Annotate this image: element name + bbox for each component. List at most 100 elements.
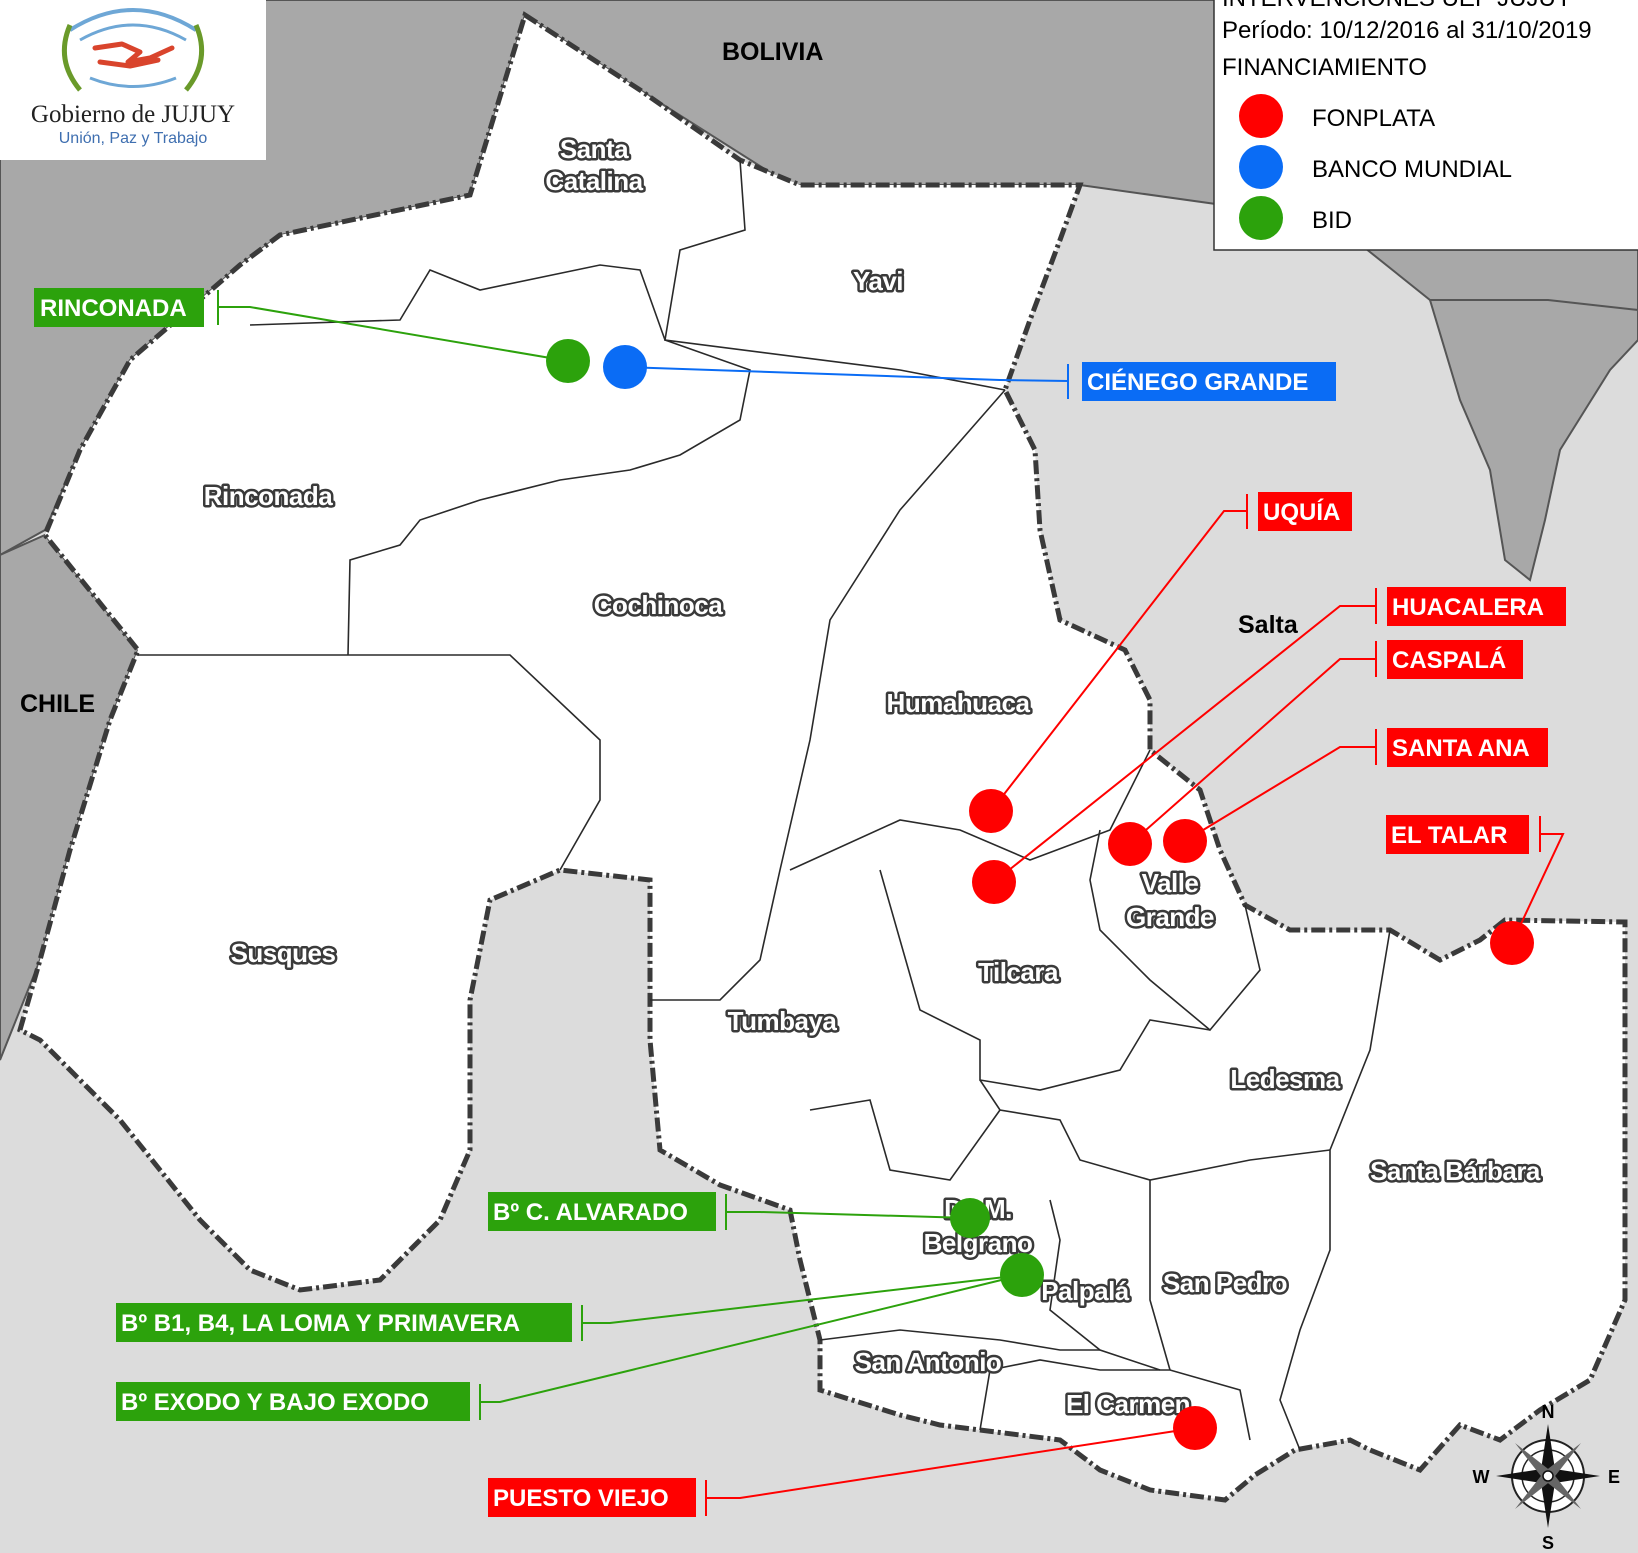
tag-caspala[interactable]: CASPALÁ (1392, 646, 1506, 674)
bolivia-east-region (1428, 299, 1638, 582)
tag-el-talar-bg (1386, 815, 1529, 854)
tag-uquia-bg (1258, 492, 1352, 531)
logo-laurel-right (184, 24, 205, 92)
leader-el-talar (1511, 816, 1565, 944)
dept-label-san-pedro: San Pedro (1163, 1268, 1287, 1298)
boundary-san-antonio (819, 1329, 1100, 1351)
legend-swatch-banco-mundial (1239, 145, 1283, 189)
compass-e: E (1608, 1467, 1620, 1487)
dept-label-valle-grande-2: Grande (1126, 902, 1214, 932)
point-uquia[interactable] (969, 789, 1013, 833)
dept-label-tumbaya: Tumbaya (728, 1006, 838, 1036)
tag-rinconada[interactable]: RINCONADA (40, 295, 187, 322)
intervention-points (546, 339, 1534, 1450)
legend-label-fonplata: FONPLATA (1312, 105, 1435, 132)
logo-background (0, 0, 266, 160)
tag-huacalera[interactable]: HUACALERA (1392, 594, 1544, 621)
leader-santa-ana (1184, 729, 1377, 842)
compass-s: S (1542, 1533, 1554, 1553)
compass-n: N (1542, 1402, 1555, 1422)
legend-heading: FINANCIAMIENTO (1222, 54, 1427, 81)
tag-puesto-viejo-bg (488, 1478, 696, 1517)
dept-label-santa-catalina-1: Santa (560, 134, 629, 164)
point-huacalera[interactable] (972, 860, 1016, 904)
dept-label-yavi: Yavi (853, 266, 903, 296)
intervention-labels: RINCONADA CIÉNEGO GRANDE UQUÍA HUACALERA… (34, 288, 1566, 1517)
legend-title: INTERVENCIONES UEP JUJUY (1222, 0, 1572, 12)
point-puesto-viejo[interactable] (1173, 1406, 1217, 1450)
boundary-san-pedro-west (1149, 1180, 1171, 1371)
point-rinconada[interactable] (546, 339, 590, 383)
tag-puesto-viejo[interactable]: PUESTO VIEJO (493, 1485, 669, 1512)
boundary-valle-grande (1089, 829, 1261, 1032)
tag-b1-b4[interactable]: Bº B1, B4, LA LOMA Y PRIMAVERA (121, 1310, 520, 1337)
logo-arc-top (68, 8, 198, 32)
handshake-icon (92, 41, 175, 69)
tag-c-alvarado[interactable]: Bº C. ALVARADO (493, 1199, 688, 1226)
dept-label-ledesma: Ledesma (1230, 1064, 1340, 1094)
dept-label-cochinoca: Cochinoca (594, 590, 723, 620)
point-caspala[interactable] (1108, 822, 1152, 866)
logo-laurel-left (61, 24, 82, 92)
boundary-santa-catalina (249, 264, 666, 341)
province-label-salta: Salta (1238, 611, 1299, 639)
boundary-yavi (664, 159, 1006, 391)
legend-swatch-bid (1239, 196, 1283, 240)
point-santa-ana[interactable] (1163, 819, 1207, 863)
logo-arc-2 (79, 23, 187, 42)
dept-label-santa-barbara: Santa Bárbara (1370, 1156, 1541, 1186)
dept-label-san-antonio: San Antonio (855, 1347, 1002, 1377)
leader-lines (217, 290, 1565, 1516)
dept-label-valle-grande-1: Valle (1142, 868, 1199, 898)
tag-exodo-bg (116, 1382, 470, 1421)
department-labels: Santa Catalina Yavi Rinconada Cochinoca … (201, 132, 1544, 1422)
tag-cienego-grande-bg (1082, 362, 1336, 401)
country-label-bolivia: BOLIVIA (722, 38, 823, 66)
point-belgrano-barrios[interactable] (1000, 1253, 1044, 1297)
tag-b1-b4-bg (116, 1303, 572, 1342)
boundary-rinconada (347, 339, 751, 656)
dept-label-santa-catalina-2: Catalina (545, 166, 643, 196)
dept-label-susques: Susques (231, 938, 336, 968)
boundary-belgrano-north (809, 1099, 1001, 1181)
leader-caspala (1129, 641, 1377, 845)
boundary-cochinoca-humahuaca (650, 389, 1006, 1001)
compass-rose: N S E W (1473, 1402, 1621, 1553)
leader-c-alvarado (725, 1194, 971, 1230)
leader-puesto-viejo (705, 1427, 1196, 1516)
boundary-humahuaca-south (789, 749, 1151, 871)
legend-box: INTERVENCIONES UEP JUJUY Período: 10/12/… (1213, 0, 1638, 251)
compass-center (1542, 1470, 1554, 1482)
compass-w: W (1473, 1467, 1490, 1487)
leader-exodo (479, 1274, 1023, 1420)
legend-background (1213, 0, 1638, 251)
dept-label-tilcara: Tilcara (978, 957, 1059, 987)
logo-title: Gobierno de JUJUY (31, 101, 235, 128)
dept-label-el-carmen: El Carmen (1066, 1389, 1190, 1419)
leader-uquia (990, 494, 1248, 812)
jujuy-province (17, 11, 1628, 1503)
tag-huacalera-bg (1387, 587, 1566, 626)
tag-cienego-grande[interactable]: CIÉNEGO GRANDE (1087, 368, 1308, 396)
legend-label-bid: BID (1312, 207, 1352, 234)
point-c-alvarado[interactable] (950, 1198, 990, 1238)
logo-box: Gobierno de JUJUY Unión, Paz y Trabajo (0, 0, 266, 160)
point-cienego-grande[interactable] (603, 345, 647, 389)
boundary-susques (138, 654, 601, 871)
boundary-palpala-west (1049, 1199, 1161, 1371)
leader-cienego-grande (624, 364, 1069, 399)
tag-el-talar[interactable]: EL TALAR (1391, 822, 1507, 849)
tag-uquia[interactable]: UQUÍA (1263, 498, 1340, 526)
leader-b1-b4 (581, 1274, 1023, 1341)
tag-santa-ana[interactable]: SANTA ANA (1392, 735, 1530, 762)
legend-label-banco-mundial: BANCO MUNDIAL (1312, 156, 1512, 183)
boundary-santa-barbara (1279, 929, 1391, 1451)
tag-c-alvarado-bg (488, 1192, 716, 1231)
point-el-talar[interactable] (1490, 921, 1534, 965)
dept-label-palpala: Palpalá (1041, 1276, 1130, 1306)
tag-exodo[interactable]: Bº EXODO Y BAJO EXODO (121, 1389, 429, 1416)
tag-santa-ana-bg (1387, 728, 1548, 767)
dept-label-rinconada: Rinconada (204, 481, 333, 511)
